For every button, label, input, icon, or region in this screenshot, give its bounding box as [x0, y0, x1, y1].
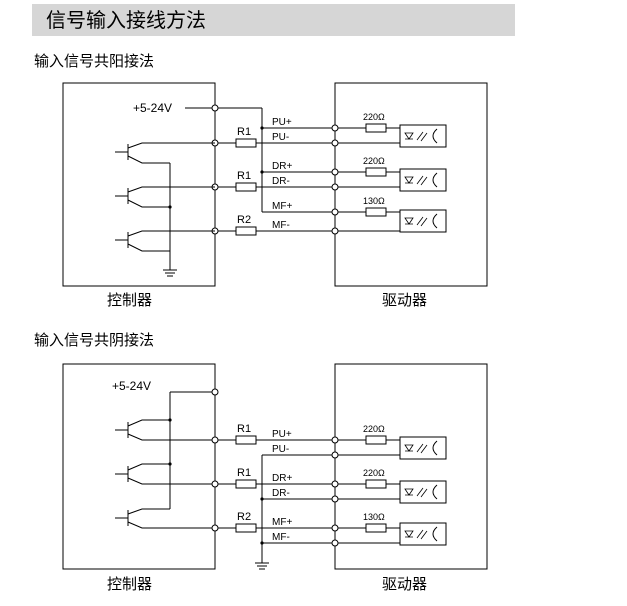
signal-label: MF-: [272, 532, 290, 543]
resistor: [235, 182, 257, 192]
resistor-label: R2: [237, 214, 251, 226]
signal-label: MF-: [272, 220, 290, 231]
transistor-icon: [115, 186, 215, 208]
transistor-icon: [115, 508, 215, 529]
signal-label: PU-: [272, 132, 289, 143]
controller-label: 控制器: [107, 292, 152, 309]
internal-resistor-label: 130Ω: [363, 196, 385, 206]
ground-icon: [163, 269, 177, 277]
signal-label: MF+: [272, 517, 292, 528]
section-heading-common-cathode: 输入信号共阴接法: [34, 331, 155, 349]
signal-label: PU+: [272, 429, 292, 440]
transistor-icon: [115, 230, 215, 252]
resistor-label: R1: [237, 170, 251, 182]
optocoupler-icon: [399, 436, 447, 460]
signal-label: DR+: [272, 473, 292, 484]
diagram-common-anode: +5-24V R1 R1 R2 PU+ PU-: [62, 82, 488, 309]
transistor-icon: [115, 419, 215, 441]
internal-resistor-label: 130Ω: [363, 512, 385, 522]
section-heading-common-anode: 输入信号共阳接法: [34, 52, 155, 70]
ground-icon: [255, 562, 269, 570]
optocoupler-icon: [399, 209, 447, 233]
transistor-icon: [115, 463, 215, 485]
signal-label: PU-: [272, 444, 289, 455]
internal-resistor-label: 220Ω: [363, 424, 385, 434]
internal-resistor-label: 220Ω: [363, 112, 385, 122]
driver-box: [334, 82, 488, 287]
page-title: 信号输入接线方法: [46, 8, 206, 32]
supply-label: +5-24V: [112, 379, 151, 393]
controller-box: [62, 363, 216, 570]
diagram-common-cathode: +5-24V: [62, 363, 488, 593]
optocoupler-icon: [399, 168, 447, 192]
optocoupler-icon: [399, 480, 447, 504]
resistor: [235, 138, 257, 148]
resistor-label: R1: [237, 467, 251, 479]
internal-resistor-label: 220Ω: [363, 468, 385, 478]
transistor-icon: [115, 142, 215, 164]
optocoupler-icon: [399, 522, 447, 546]
internal-resistor-label: 220Ω: [363, 156, 385, 166]
signal-label: DR-: [272, 488, 290, 499]
resistor-label: R1: [237, 423, 251, 435]
title-bar: 信号输入接线方法: [32, 4, 515, 36]
driver-label: 驱动器: [382, 576, 427, 593]
controller-label: 控制器: [107, 576, 152, 593]
supply-label: +5-24V: [133, 101, 172, 115]
signal-label: DR+: [272, 161, 292, 172]
driver-box: [334, 363, 488, 570]
driver-label: 驱动器: [382, 292, 427, 309]
resistor: [235, 226, 257, 236]
resistor-label: R2: [237, 511, 251, 523]
resistor-label: R1: [237, 126, 251, 138]
terminal: [211, 104, 219, 112]
optocoupler-icon: [399, 124, 447, 148]
signal-label: MF+: [272, 201, 292, 212]
signal-label: DR-: [272, 176, 290, 187]
signal-label: PU+: [272, 117, 292, 128]
